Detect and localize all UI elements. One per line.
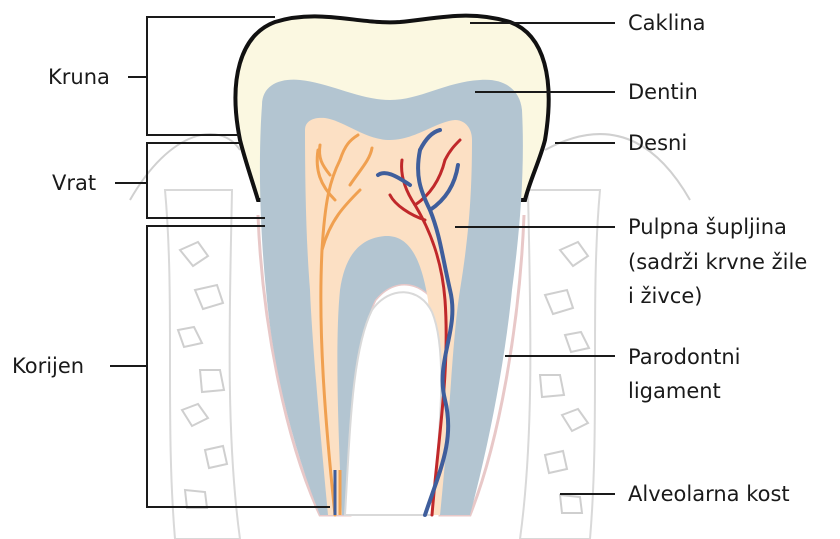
label-neck: Vrat bbox=[52, 171, 96, 195]
label-crown: Kruna bbox=[48, 65, 110, 89]
label-enamel: Caklina bbox=[628, 11, 706, 35]
label-ligament-line2: ligament bbox=[628, 379, 721, 403]
label-pulp-line1: Pulpna šupljina bbox=[628, 215, 787, 239]
label-bone: Alveolarna kost bbox=[628, 482, 790, 506]
label-gum: Desni bbox=[628, 131, 687, 155]
label-pulp-line3: i živce) bbox=[628, 284, 702, 308]
label-pulp-line2: (sadrži krvne žile bbox=[628, 250, 807, 274]
label-dentin: Dentin bbox=[628, 80, 698, 104]
label-root: Korijen bbox=[12, 354, 84, 378]
label-ligament-line1: Parodontni bbox=[628, 345, 740, 369]
